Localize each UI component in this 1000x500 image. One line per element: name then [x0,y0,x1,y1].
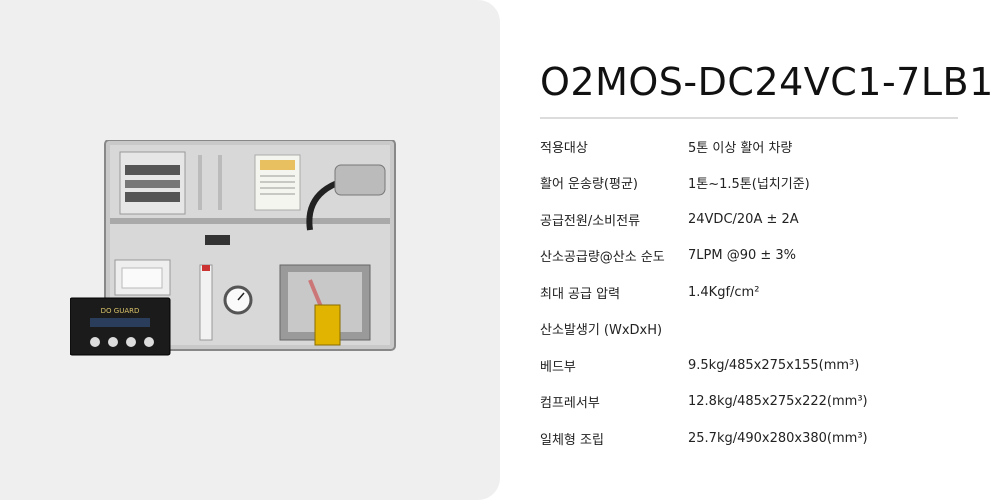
spec-value: 1톤~1.5톤(넙치기준) [688,177,810,193]
spec-value: 12.8kg/485x275x222(mm³) [688,394,868,410]
spec-row: 컴프레서부 12.8kg/485x275x222(mm³) [540,384,960,421]
spec-label: 산소공급량@산소 순도 [540,250,665,266]
svg-text:DO GUARD: DO GUARD [101,307,140,315]
spec-row: 산소공급량@산소 순도 7LPM @90 ± 3% [540,238,960,275]
spec-row: 일체형 조립 25.7kg/490x280x380(mm³) [540,420,960,457]
spec-value: 25.7kg/490x280x380(mm³) [688,430,868,446]
spec-row: 최대 공급 압력 1.4Kgf/cm² [540,274,960,311]
spec-label: 컴프레서부 [540,396,600,412]
spec-row: 적용대상 5톤 이상 활어 차량 [540,128,960,165]
spec-label: 활어 운송량(평균) [540,177,638,193]
spec-label: 베드부 [540,359,576,375]
title-divider [540,117,958,119]
spec-label: 산소발생기 (WxDxH) [540,323,663,339]
spec-row: 산소발생기 (WxDxH) [540,311,960,348]
spec-value: 7LPM @90 ± 3% [688,248,797,264]
spec-table: 적용대상 5톤 이상 활어 차량 활어 운송량(평균) 1톤~1.5톤(넙치기준… [540,128,960,457]
spec-row: 공급전원/소비전류 24VDC/20A ± 2A [540,201,960,238]
product-title: O2MOS-DC24VC1-7LB1 [540,60,994,104]
spec-row: 베드부 9.5kg/485x275x155(mm³) [540,347,960,384]
spec-label: 적용대상 [540,140,588,156]
spec-value: 24VDC/20A ± 2A [688,211,799,227]
spec-value: 9.5kg/485x275x155(mm³) [688,357,860,373]
spec-label: 공급전원/소비전류 [540,213,641,229]
product-image-panel: DO GUARD [0,0,500,500]
spec-label: 최대 공급 압력 [540,286,621,302]
oxygen-generator-photo: DO GUARD [70,140,396,356]
spec-row: 활어 운송량(평균) 1톤~1.5톤(넙치기준) [540,165,960,202]
spec-value: 5톤 이상 활어 차량 [688,140,793,156]
spec-value: 1.4Kgf/cm² [688,284,760,300]
spec-label: 일체형 조립 [540,432,604,448]
